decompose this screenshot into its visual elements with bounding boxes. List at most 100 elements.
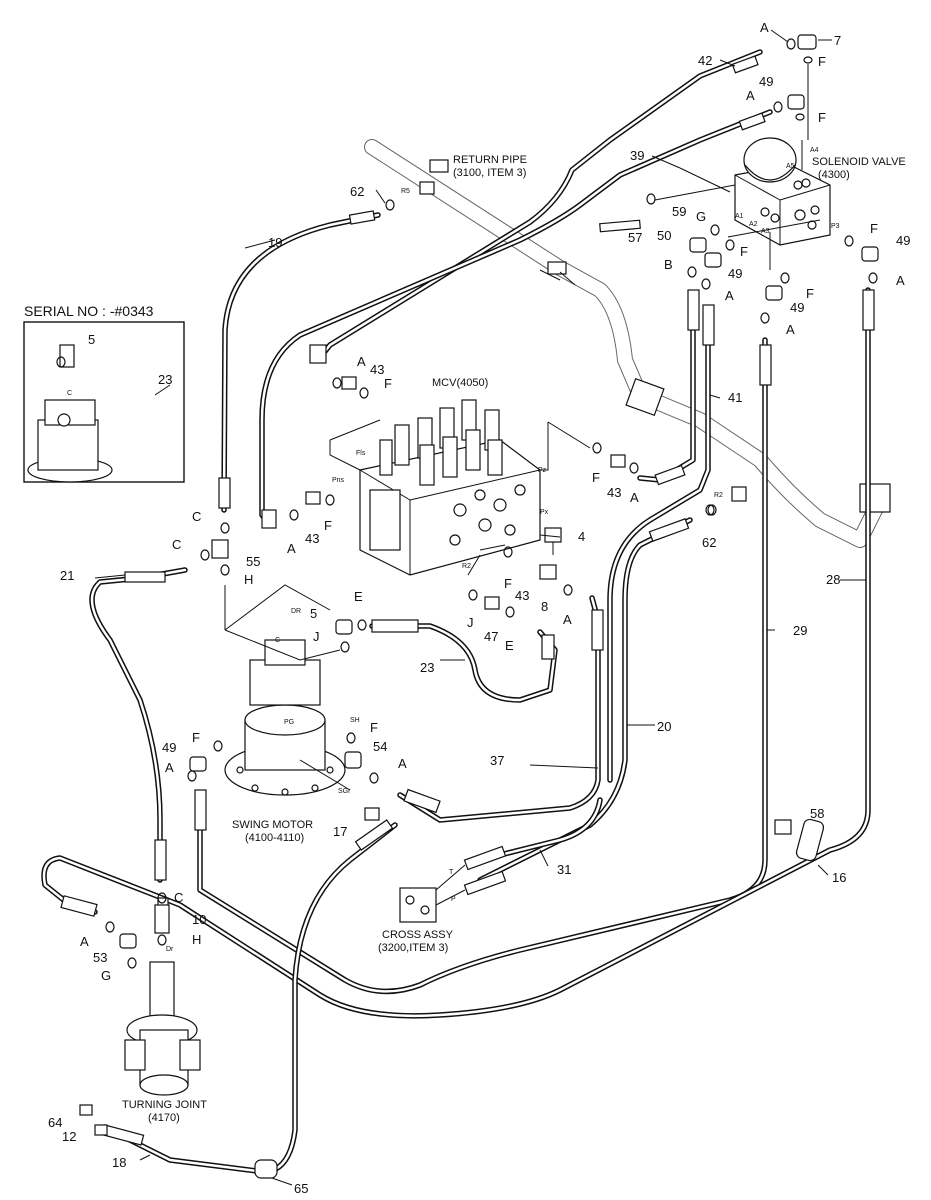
callout-a-10: A — [398, 756, 407, 771]
port-r5: R5 — [401, 188, 410, 195]
callout-c-a: C — [192, 509, 201, 524]
callout-19: 19 — [268, 235, 282, 250]
callout-f-7: F — [592, 470, 600, 485]
callout-f-10: F — [192, 730, 200, 745]
callout-f-5: F — [806, 286, 814, 301]
callout-f-9: F — [504, 576, 512, 591]
callout-f-8: F — [324, 518, 332, 533]
solenoid-valve-ref: (4300) — [818, 169, 850, 181]
callout-57: 57 — [628, 230, 642, 245]
callout-29: 29 — [793, 623, 807, 638]
callout-49-b: 49 — [728, 266, 742, 281]
callout-h-2: H — [192, 932, 201, 947]
port-a5: A5 — [786, 163, 795, 170]
callout-18: 18 — [112, 1155, 126, 1170]
swing-motor — [224, 639, 351, 796]
port-c-inset: C — [67, 390, 72, 397]
callout-12: 12 — [62, 1129, 76, 1144]
port-a2: A2 — [749, 221, 758, 228]
swing-motor-title: SWING MOTOR — [232, 819, 313, 831]
serial-inset — [23, 321, 185, 483]
callout-a-3: A — [896, 273, 905, 288]
callout-42: 42 — [698, 53, 712, 68]
cross-assy-title: CROSS ASSY — [382, 929, 454, 941]
callout-17: 17 — [333, 824, 347, 839]
callout-10: 10 — [192, 912, 206, 927]
return-pipe-title: RETURN PIPE — [453, 154, 527, 166]
port-r2-b: R2 — [462, 563, 471, 570]
port-sgr: SGr — [338, 788, 351, 795]
callout-49-e: 49 — [162, 740, 176, 755]
return-pipe — [364, 139, 891, 548]
port-a4: A4 — [810, 147, 819, 154]
port-p3: P3 — [831, 223, 840, 230]
port-px: Px — [540, 509, 549, 516]
serial-title: SERIAL NO : -#0343 — [24, 303, 154, 319]
callout-b: B — [664, 257, 673, 272]
cross-assy-ref: (3200,ITEM 3) — [378, 942, 448, 954]
port-c-motor: C — [275, 637, 280, 644]
callout-43-b: 43 — [607, 485, 621, 500]
callout-37: 37 — [490, 753, 504, 768]
callout-59: 59 — [672, 204, 686, 219]
callout-a-9: A — [563, 612, 572, 627]
turning-joint-ref: (4170) — [148, 1112, 180, 1124]
callout-f-2: F — [818, 110, 826, 125]
callouts: A 7 F 42 49 A F 39 62 59 G 57 50 F 49 F … — [48, 20, 910, 1196]
port-p: P — [451, 896, 456, 903]
callout-f-6: F — [384, 376, 392, 391]
callout-a-2: A — [746, 88, 755, 103]
callout-8: 8 — [541, 599, 548, 614]
callout-20: 20 — [657, 719, 671, 734]
swing-motor-ref: (4100-4110) — [245, 832, 304, 844]
return-pipe-ref: (3100, ITEM 3) — [453, 167, 526, 179]
callout-55: 55 — [246, 554, 260, 569]
callout-c-b: C — [172, 537, 181, 552]
callout-e-2: E — [354, 589, 363, 604]
port-pg: PG — [284, 719, 294, 726]
port-dr-joint: Dr — [166, 946, 174, 953]
solenoid-valve-title: SOLENOID VALVE — [812, 156, 906, 168]
callout-a-5: A — [786, 322, 795, 337]
callout-41: 41 — [728, 390, 742, 405]
callout-a-8: A — [287, 541, 296, 556]
callout-43-a: 43 — [370, 362, 384, 377]
callout-47: 47 — [484, 629, 498, 644]
callout-62-b: 62 — [702, 535, 716, 550]
port-dr: DR — [291, 608, 301, 615]
callout-64: 64 — [48, 1115, 62, 1130]
callout-a-12: A — [80, 934, 89, 949]
mcv-block — [359, 399, 562, 576]
callout-21: 21 — [60, 568, 74, 583]
callout-65: 65 — [294, 1181, 308, 1196]
callout-53: 53 — [93, 950, 107, 965]
callout-a-6: A — [357, 354, 366, 369]
callout-f-3: F — [740, 244, 748, 259]
callout-54: 54 — [373, 739, 387, 754]
callout-c-3: C — [174, 890, 183, 905]
callout-f-4: F — [870, 221, 878, 236]
port-sh: SH — [350, 717, 360, 724]
callout-h-1: H — [244, 572, 253, 587]
callout-39: 39 — [630, 148, 644, 163]
callout-49-c: 49 — [896, 233, 910, 248]
turning-joint-title: TURNING JOINT — [122, 1099, 207, 1111]
callout-50: 50 — [657, 228, 671, 243]
callout-7: 7 — [834, 33, 841, 48]
callout-49-a: 49 — [759, 74, 773, 89]
callout-43-c: 43 — [305, 531, 319, 546]
callout-a-7: A — [630, 490, 639, 505]
turning-joint — [124, 961, 201, 1096]
callout-28: 28 — [826, 572, 840, 587]
callout-f-11: F — [370, 720, 378, 735]
callout-62-a: 62 — [350, 184, 364, 199]
callout-a-4: A — [725, 288, 734, 303]
callout-49-d: 49 — [790, 300, 804, 315]
callout-23: 23 — [420, 660, 434, 675]
serial-label-5: 5 — [88, 332, 95, 347]
callout-j-1: J — [467, 615, 474, 630]
callout-43-d: 43 — [515, 588, 529, 603]
hoses — [41, 49, 871, 1175]
leader-lines — [94, 29, 866, 1186]
